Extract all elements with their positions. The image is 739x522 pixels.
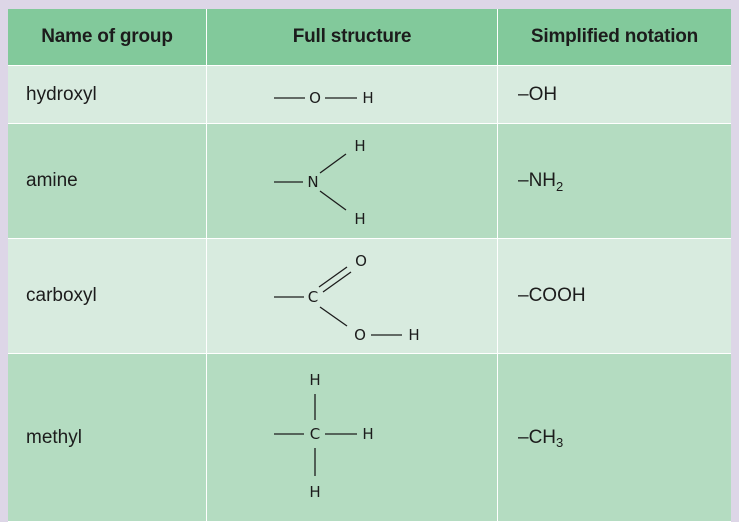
double-bond-2	[322, 271, 352, 293]
atom-h: H	[362, 89, 373, 107]
structure-carboxyl: C O O H	[207, 239, 498, 354]
structure-methyl: H C H H	[207, 354, 498, 522]
atom-o: O	[354, 326, 366, 344]
carboxyl-structure-diagram: C O O H	[274, 252, 420, 344]
amine-structure-diagram: N H H	[274, 137, 366, 228]
header-name-of-group: Name of group	[8, 9, 207, 66]
notation-main: –CH	[518, 426, 557, 448]
atom-h-top: H	[309, 371, 320, 389]
group-name-hydroxyl: hydroxyl	[8, 66, 207, 124]
structure-amine: N H H	[207, 124, 498, 239]
bond	[319, 153, 347, 174]
structure-hydroxyl: O H	[207, 66, 498, 124]
notation-subscript: 2	[556, 178, 564, 194]
notation-main: –COOH	[518, 285, 586, 306]
bond	[319, 306, 348, 327]
atom-o-top: O	[355, 252, 367, 270]
header-full-structure: Full structure	[207, 9, 498, 66]
hydroxyl-structure-diagram: O H	[274, 89, 374, 107]
group-name-amine: amine	[8, 124, 207, 239]
atom-h: H	[408, 326, 419, 344]
group-name-methyl: methyl	[8, 354, 207, 522]
bond	[319, 190, 347, 211]
notation-main: –OH	[518, 83, 558, 105]
notation-main: –NH	[518, 170, 557, 191]
notation-carboxyl: –COOH	[498, 239, 731, 354]
group-name-carboxyl: carboxyl	[8, 239, 207, 354]
notation-subscript: 3	[556, 435, 564, 450]
notation-hydroxyl: –OH	[498, 66, 731, 124]
methyl-structure-diagram: H C H H	[274, 371, 374, 501]
atom-h-bottom: H	[354, 210, 365, 228]
functional-groups-table: Name of group Full structure Simplified …	[8, 9, 731, 522]
double-bond-1	[318, 266, 348, 288]
atom-c: C	[310, 425, 320, 443]
atom-c: C	[308, 288, 318, 306]
atom-h-bottom: H	[309, 483, 320, 501]
atom-n: N	[307, 173, 318, 191]
atom-o: O	[309, 89, 321, 107]
header-simplified-notation: Simplified notation	[498, 9, 731, 66]
atom-h-top: H	[354, 137, 365, 155]
atom-h-right: H	[362, 425, 373, 443]
